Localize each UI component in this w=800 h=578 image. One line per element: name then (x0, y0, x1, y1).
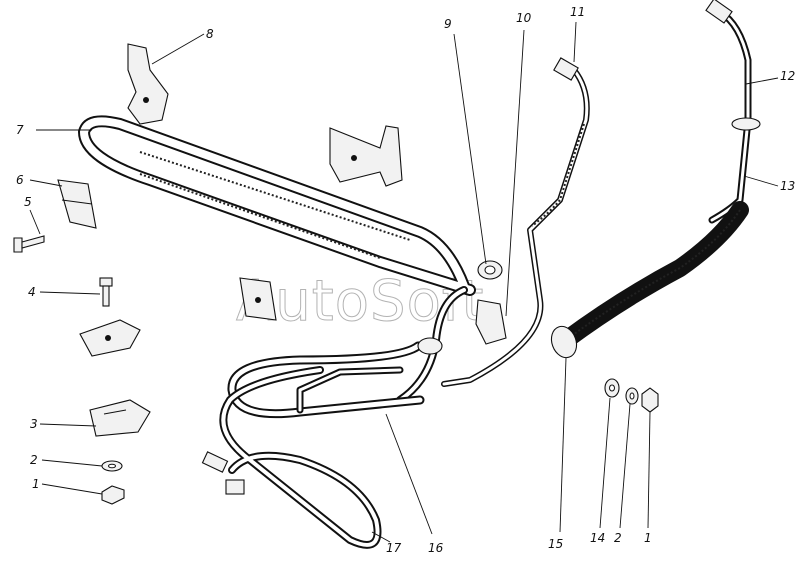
washer-2-left (101, 460, 123, 472)
callout-9: 9 (444, 17, 452, 31)
nut-1-left (101, 485, 125, 505)
callout-15: 15 (548, 537, 563, 551)
callout-13: 13 (780, 179, 795, 193)
callout-4: 4 (28, 285, 36, 299)
callout-3: 3 (30, 417, 38, 431)
callout-8: 8 (206, 27, 214, 41)
callout-5: 5 (24, 195, 32, 209)
callout-17: 17 (386, 541, 402, 555)
callout-2: 2 (30, 453, 38, 467)
callout-2-right: 2 (614, 531, 622, 545)
callout-14: 14 (590, 531, 605, 545)
hose-16 (227, 337, 443, 419)
bracket-center (329, 125, 403, 187)
hose-17-clamp (225, 479, 245, 495)
callout-6: 6 (16, 173, 24, 187)
callout-16: 16 (428, 541, 444, 555)
pipe-10-hose-11 (441, 57, 590, 387)
hose-17-end-fitting (201, 451, 229, 473)
spiral-guard-end (550, 325, 578, 359)
bolt-4 (99, 277, 113, 307)
plate-4-lower (79, 319, 141, 357)
washer-14 (604, 378, 620, 398)
clip-6 (57, 179, 97, 229)
hose-16-clamp (417, 337, 443, 355)
pipe-12-hose-13 (705, 0, 761, 224)
callout-11: 11 (570, 5, 585, 19)
pipe-12-nut (705, 0, 733, 24)
callout-labels: 8 7 6 5 4 3 2 1 9 10 11 12 13 15 14 2 1 … (16, 5, 795, 555)
bracket-8 (127, 43, 169, 125)
plate-3 (89, 399, 151, 437)
callout-10: 10 (516, 11, 532, 25)
nut-1-right (641, 387, 659, 413)
spiral-guard-15 (550, 201, 749, 359)
callout-1-right: 1 (644, 531, 652, 545)
clamp-9 (475, 260, 507, 345)
hose-13-clamp (731, 117, 761, 131)
clip-center (239, 277, 277, 321)
callout-7: 7 (16, 123, 24, 137)
bolt-5 (13, 235, 45, 253)
callout-12: 12 (780, 69, 795, 83)
callout-1: 1 (32, 477, 40, 491)
cooler-hose-7 (78, 115, 476, 404)
hose-11-nut (553, 57, 579, 81)
washer-2-right (625, 387, 639, 405)
leader-lines (29, 21, 779, 543)
hose-17 (201, 366, 382, 549)
